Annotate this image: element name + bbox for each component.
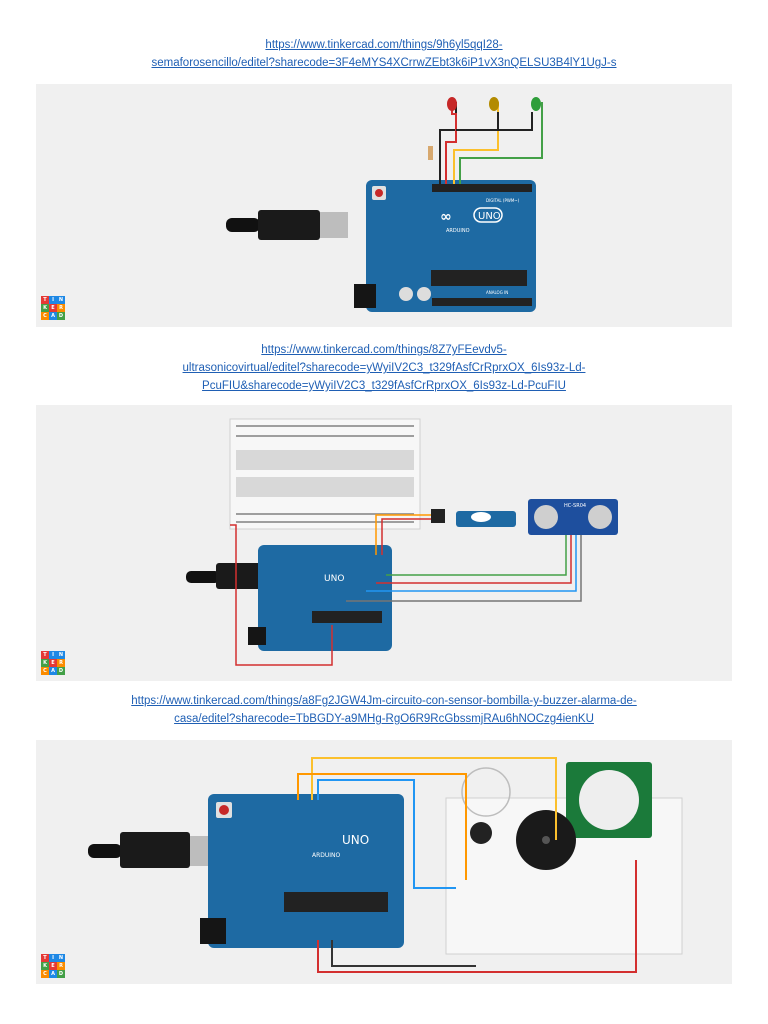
led-yellow [489, 97, 499, 111]
link-3-line-2[interactable]: casa/editel?sharecode=TbBGDY-a9MHg-RgO6R… [174, 713, 594, 725]
board-model-3: UNO [342, 833, 369, 847]
arduino-board-3 [208, 794, 404, 948]
link-1[interactable]: https://www.tinkercad.com/things/9h6yl5q… [60, 36, 708, 72]
circuit-drawing-3: UNO ARDUINO [88, 757, 683, 973]
link-3-line-1[interactable]: https://www.tinkercad.com/things/a8Fg2JG… [131, 695, 637, 707]
servo-connector [431, 509, 445, 523]
link-3[interactable]: https://www.tinkercad.com/things/a8Fg2JG… [60, 692, 708, 728]
transistor [470, 822, 492, 844]
led-green [531, 97, 541, 111]
usb-plug-body [258, 210, 320, 240]
circuit-drawing-2: UNO HC-SR04 [186, 418, 618, 666]
logo-infinity: ∞ [440, 209, 452, 225]
breadboard [229, 418, 421, 530]
analog-header [432, 298, 532, 306]
sensor-label: HC-SR04 [564, 503, 586, 509]
link-2-line-2[interactable]: ultrasonicovirtual/editel?sharecode=yWyi… [182, 362, 586, 374]
digital-header [432, 184, 532, 192]
usb-connector [320, 212, 348, 238]
resistor [428, 146, 433, 160]
digital-label: DIGITAL (PWM~) [486, 198, 520, 203]
circuit-drawing-1: ∞ UNO ARDUINO DIGITAL (PWM~) ANALOG IN [226, 97, 543, 312]
board-brand: ARDUINO [446, 228, 470, 234]
link-2[interactable]: https://www.tinkercad.com/things/8Z7yFEe… [60, 341, 708, 395]
led-red [447, 97, 457, 111]
board-model-2: UNO [324, 574, 344, 584]
power-jack [354, 284, 376, 308]
bulb [461, 767, 511, 817]
chip [431, 270, 527, 286]
arduino-board-2 [258, 545, 392, 651]
board-brand-3: ARDUINO [312, 852, 341, 859]
link-2-line-3[interactable]: PcuFIU&sharecode=yWyiIV2C3_t329fAsfCrRpr… [202, 380, 566, 392]
usb-plug-tip [226, 218, 260, 232]
analog-label: ANALOG IN [486, 290, 508, 295]
board-model: UNO [478, 211, 501, 222]
link-1-line-2[interactable]: semaforosencillo/editel?sharecode=3F4eMY… [151, 57, 617, 69]
link-2-line-1[interactable]: https://www.tinkercad.com/things/8Z7yFEe… [261, 344, 507, 356]
link-1-line-1[interactable]: https://www.tinkercad.com/things/9h6yl5q… [265, 39, 503, 51]
circuit-image-traffic-light: ∞ UNO ARDUINO DIGITAL (PWM~) ANALOG IN T… [36, 84, 732, 327]
